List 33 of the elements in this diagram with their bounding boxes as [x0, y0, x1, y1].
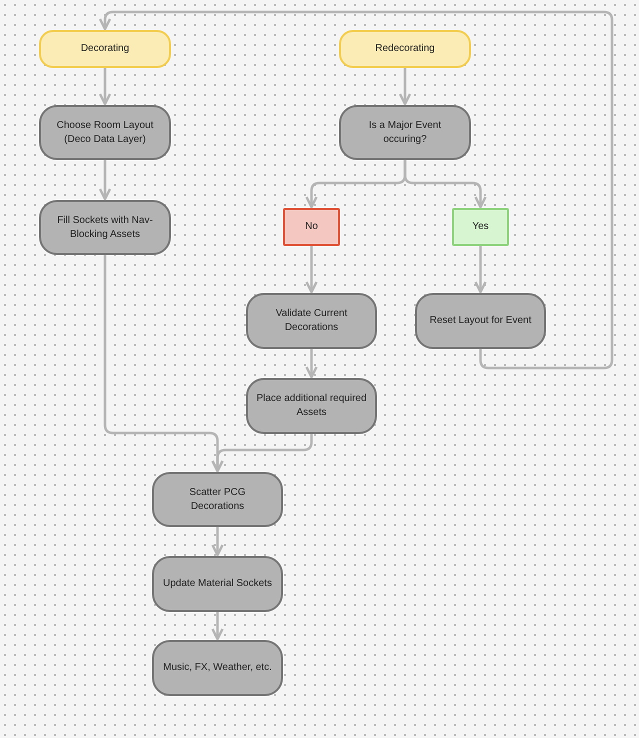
arrow	[474, 246, 487, 294]
node-label: Choose Room Layout (Deco Data Layer)	[56, 118, 154, 146]
process-box	[39, 105, 171, 160]
process-box	[152, 472, 283, 527]
arrow	[404, 160, 487, 208]
node-label: Update Material Sockets	[163, 577, 272, 591]
arrow	[98, 160, 112, 200]
node-label: Validate Current Decorations	[274, 307, 348, 335]
process-box	[152, 556, 283, 612]
start-box	[339, 30, 471, 68]
process-box	[152, 640, 283, 696]
process-box	[246, 293, 377, 349]
process-box	[39, 200, 171, 255]
node-label: Place additional required Assets	[256, 392, 367, 420]
arrow	[305, 246, 318, 294]
node-label: Scatter PCG Decorations	[188, 486, 247, 514]
arrow	[98, 68, 112, 106]
start-box	[39, 30, 171, 68]
node-label: Redecorating	[375, 42, 435, 56]
node-label: No	[305, 220, 318, 234]
node-label: Music, FX, Weather, etc.	[163, 661, 272, 675]
decision-outcome-box	[283, 208, 340, 246]
process-box	[415, 293, 546, 349]
decision-outcome-box	[452, 208, 509, 246]
node-label: Reset Layout for Event	[430, 314, 532, 328]
node-label: Decorating	[80, 42, 130, 56]
node-label: Fill Sockets with Nav-Blocking Assets	[56, 214, 154, 242]
arrow	[211, 527, 224, 556]
node-label: Yes	[472, 220, 489, 234]
node-label: Is a Major Event occuring?	[368, 118, 442, 146]
process-box	[246, 378, 377, 434]
process-box	[339, 105, 471, 160]
arrow	[398, 68, 412, 106]
